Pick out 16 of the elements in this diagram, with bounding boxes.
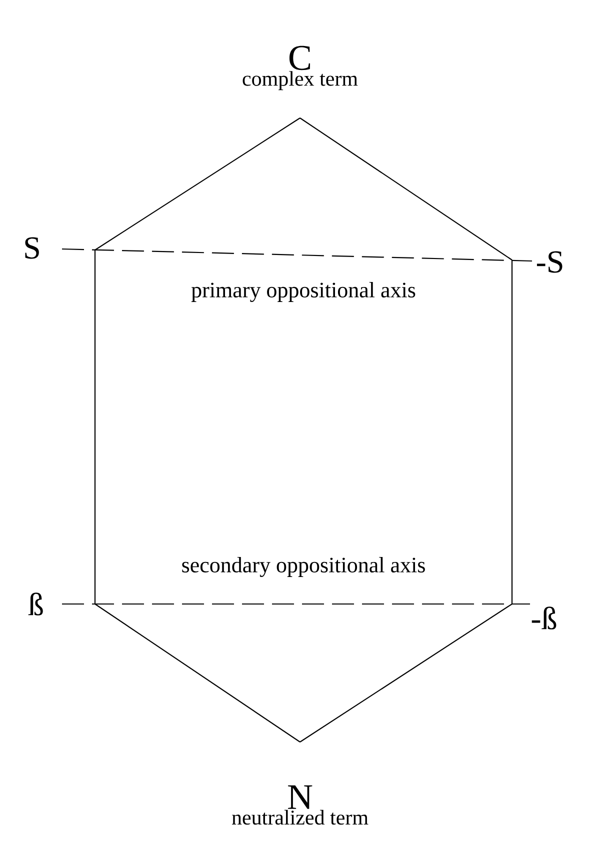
hexagon-side <box>94 250 96 604</box>
hexagon-side <box>300 604 512 742</box>
hexagon-side <box>300 118 512 260</box>
term-label: -S <box>536 251 562 273</box>
term-label: C complex term <box>242 46 358 90</box>
hexagon-side <box>511 260 513 604</box>
hexagon-side <box>62 603 530 605</box>
hexagon-side <box>94 604 300 742</box>
hexagon-side <box>94 118 300 250</box>
term-label: N neutralized term <box>232 785 368 825</box>
term-label: S <box>25 237 39 259</box>
axis-label: secondary oppositional axis <box>182 557 425 578</box>
term-label: -ß <box>532 606 556 630</box>
term-label: ß <box>28 592 43 616</box>
axis-label: primary oppositional axis <box>191 282 416 302</box>
hexagon-side <box>62 248 532 262</box>
